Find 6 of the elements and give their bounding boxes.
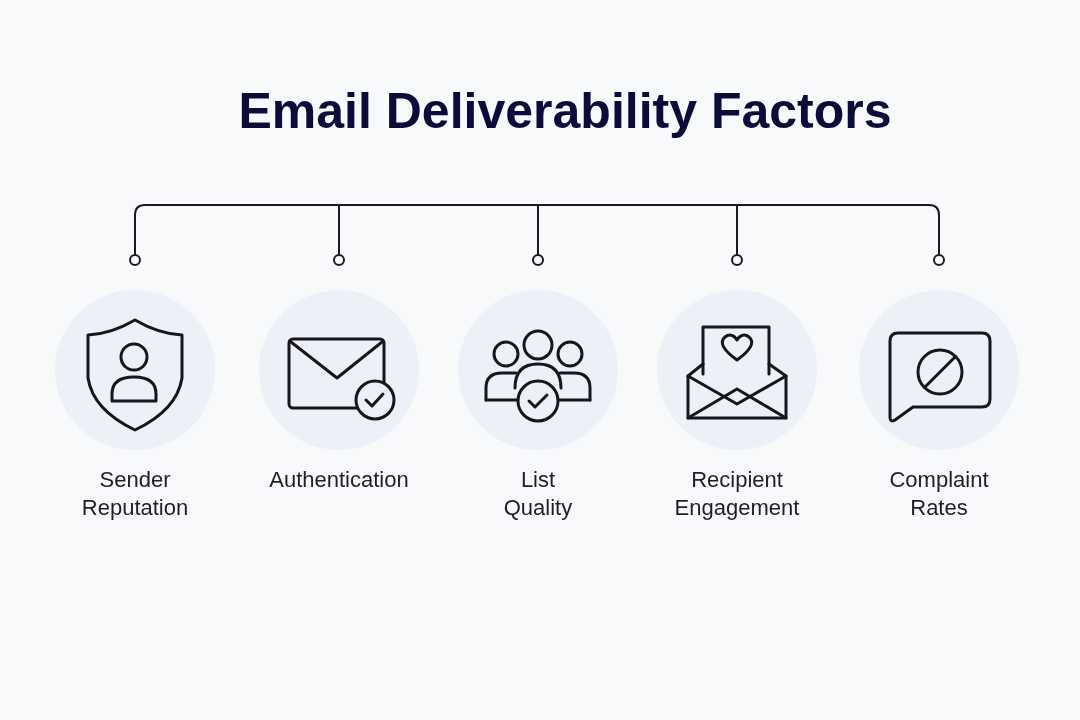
diagram-title: Email Deliverability Factors xyxy=(238,82,892,141)
factor-label: List Quality xyxy=(502,466,574,522)
factor-label: Complaint Rates xyxy=(888,466,990,522)
factor-label: Authentication xyxy=(268,466,410,494)
factor-label: Recipient Engagement xyxy=(673,466,801,522)
factor-label: Sender Reputation xyxy=(80,466,190,522)
